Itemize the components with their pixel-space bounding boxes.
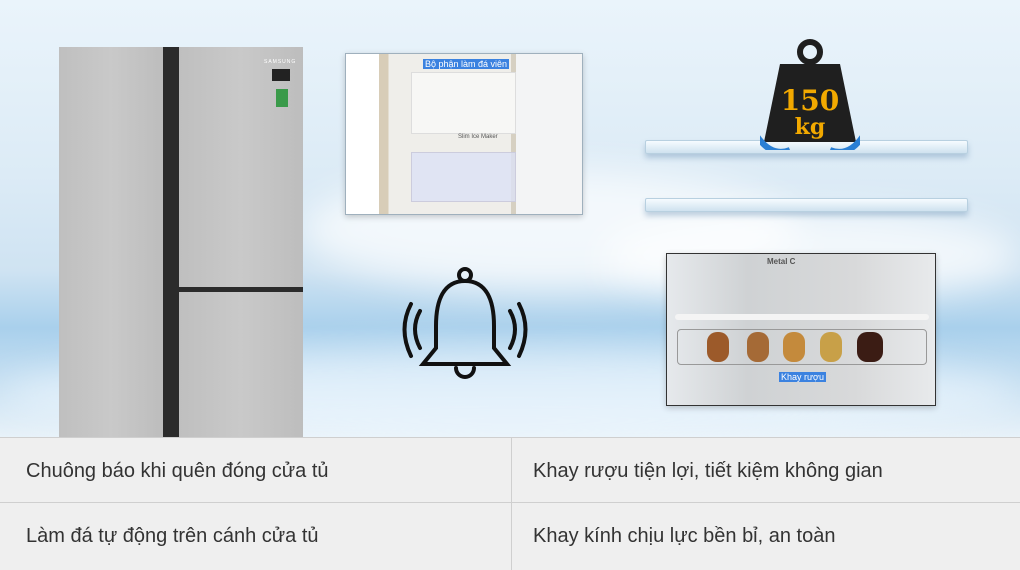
brand-logo: SAMSUNG <box>264 59 297 65</box>
metal-cooling-label: Metal C <box>767 257 796 266</box>
warranty-badge <box>272 69 290 81</box>
feature-door-alarm: Chuông báo khi quên đóng cửa tủ <box>26 459 329 482</box>
weight-value: 150 <box>781 84 839 117</box>
feature-table <box>0 437 1020 570</box>
weight-unit: kg <box>795 114 826 140</box>
feature-ice-maker: Làm đá tự động trên cánh cửa tủ <box>26 524 319 547</box>
bell-alarm-icon <box>398 266 532 392</box>
wine-tray-label: Khay rượu <box>779 372 826 382</box>
feature-glass-shelf: Khay kính chịu lực bền bỉ, an toàn <box>533 524 836 547</box>
energy-label <box>276 89 288 107</box>
weight-icon: 150 kg <box>752 38 868 155</box>
product-hero: SAMSUNG Slim Ice Maker Bộ phận làm đá vi… <box>0 0 1020 437</box>
refrigerator-image: SAMSUNG <box>59 47 303 437</box>
ice-maker-print: Slim Ice Maker <box>458 134 498 140</box>
ice-maker-image: Slim Ice Maker Bộ phận làm đá viên <box>345 53 583 215</box>
ice-maker-label: Bộ phận làm đá viên <box>423 59 510 69</box>
feature-wine-tray: Khay rượu tiện lợi, tiết kiệm không gian <box>533 459 883 482</box>
wine-tray-image: Metal C Khay rượu <box>666 253 936 406</box>
